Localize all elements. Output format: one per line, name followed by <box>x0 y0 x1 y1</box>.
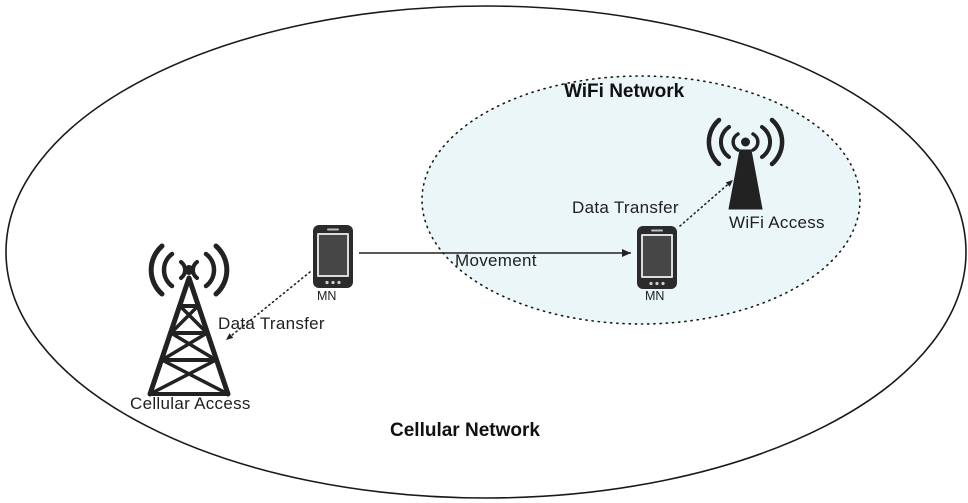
wifi-network-boundary <box>421 75 861 325</box>
wifi-data-transfer-label: Data Transfer <box>572 198 679 217</box>
mn-left-label: MN <box>317 289 337 303</box>
cellular-access-label: Cellular Access <box>130 394 251 413</box>
mobile-node-right-icon <box>637 226 677 289</box>
wifi-network-label: WiFi Network <box>564 81 685 102</box>
cellular-network-label: Cellular Network <box>390 420 540 441</box>
cellular-data-transfer-link <box>225 271 311 341</box>
mn-right-label: MN <box>645 289 665 303</box>
mobile-node-left-icon <box>313 225 353 288</box>
wifi-access-point-icon <box>706 117 785 210</box>
movement-label: Movement <box>455 251 537 270</box>
wifi-access-label: WiFi Access <box>729 213 825 232</box>
cellular-tower-icon <box>147 243 231 397</box>
cellular-data-transfer-label: Data Transfer <box>218 314 325 333</box>
